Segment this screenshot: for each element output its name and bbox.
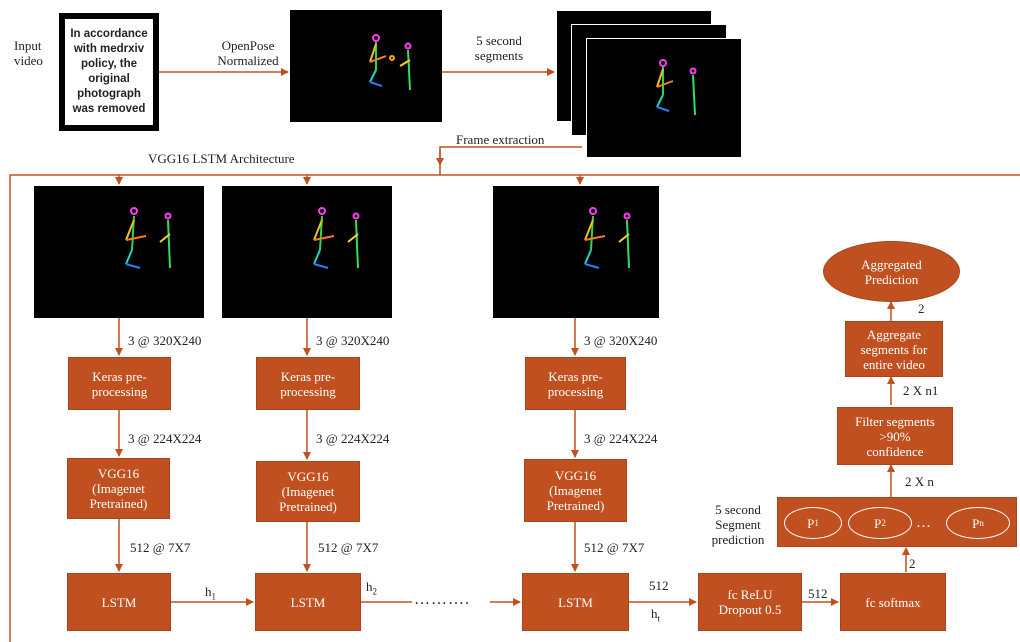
keras-preprocessing-box-2: Keras pre- processing (256, 357, 360, 410)
keras-preprocessing-box-3: Keras pre- processing (525, 357, 626, 410)
lstm-box-1: LSTM (67, 573, 171, 631)
pose-skeleton-icon (584, 207, 631, 269)
dim-label-col1-pre: 3 @ 224X224 (128, 431, 202, 446)
extracted-frame-1 (34, 186, 204, 318)
dim-label-col2-pre: 3 @ 224X224 (316, 431, 390, 446)
dim-label-col3-vgg: 512 @ 7X7 (584, 540, 645, 555)
hidden-state-h1: h1 (205, 584, 216, 602)
fc-softmax-box: fc softmax (840, 573, 946, 631)
prediction-ellipsis: … (916, 515, 931, 531)
lstm-output-512: 512 (649, 578, 669, 593)
vgg16-box-1: VGG16 (Imagenet Pretrained) (67, 458, 170, 519)
edge-label-2-aggregate: 2 (918, 301, 925, 316)
input-video-label: Input video (14, 38, 43, 68)
dim-label-col1-input: 3 @ 320X240 (128, 333, 202, 348)
openpose-frame (290, 10, 442, 122)
dim-label-col1-vgg: 512 @ 7X7 (130, 540, 191, 555)
keras-preprocessing-box-1: Keras pre- processing (68, 357, 171, 410)
hidden-state-ht: ht (651, 606, 661, 624)
lstm-box-3: LSTM (522, 573, 629, 631)
segments-label: 5 second segments (474, 33, 524, 63)
removed-photo-frame: In accordance with medrxiv policy, the o… (59, 13, 159, 131)
filter-segments-box: Filter segments >90% confidence (837, 407, 953, 465)
vgg16-box-3: VGG16 (Imagenet Pretrained) (524, 459, 627, 522)
pose-skeleton-icon (125, 207, 172, 269)
edge-label-2-softmax: 2 (909, 556, 916, 571)
ellipsis-dots: ………. (414, 591, 470, 608)
pose-skeleton-icon (369, 34, 412, 91)
dim-label-col3-pre: 3 @ 224X224 (584, 431, 658, 446)
architecture-title: VGG16 LSTM Architecture (148, 151, 295, 166)
segment-frame-3 (586, 38, 742, 158)
openpose-label: OpenPose Normalized (217, 38, 279, 68)
hidden-state-h2: h2 (366, 579, 377, 597)
extracted-frame-3 (493, 186, 659, 318)
lstm-box-2: LSTM (255, 573, 361, 631)
removed-photo-notice: In accordance with medrxiv policy, the o… (65, 19, 153, 125)
pose-skeleton-icon (313, 207, 360, 269)
pose-skeleton-icon (656, 59, 697, 116)
fc-output-512: 512 (808, 586, 828, 601)
aggregate-segments-box: Aggregate segments for entire video (845, 321, 943, 377)
segment-prediction-label: 5 second Segment prediction (711, 502, 765, 547)
dim-label-col3-input: 3 @ 320X240 (584, 333, 658, 348)
vgg16-box-2: VGG16 (Imagenet Pretrained) (256, 461, 360, 522)
aggregated-prediction-oval: Aggregated Prediction (823, 241, 960, 302)
extracted-frame-2 (222, 186, 392, 318)
edge-label-2xn1: 2 X n1 (903, 383, 939, 398)
dim-label-col2-vgg: 512 @ 7X7 (318, 540, 379, 555)
dim-label-col2-input: 3 @ 320X240 (316, 333, 390, 348)
edge-label-2xn: 2 X n (905, 474, 934, 489)
fc-relu-dropout-box: fc ReLU Dropout 0.5 (698, 573, 802, 631)
frame-extraction-label: Frame extraction (456, 132, 545, 147)
